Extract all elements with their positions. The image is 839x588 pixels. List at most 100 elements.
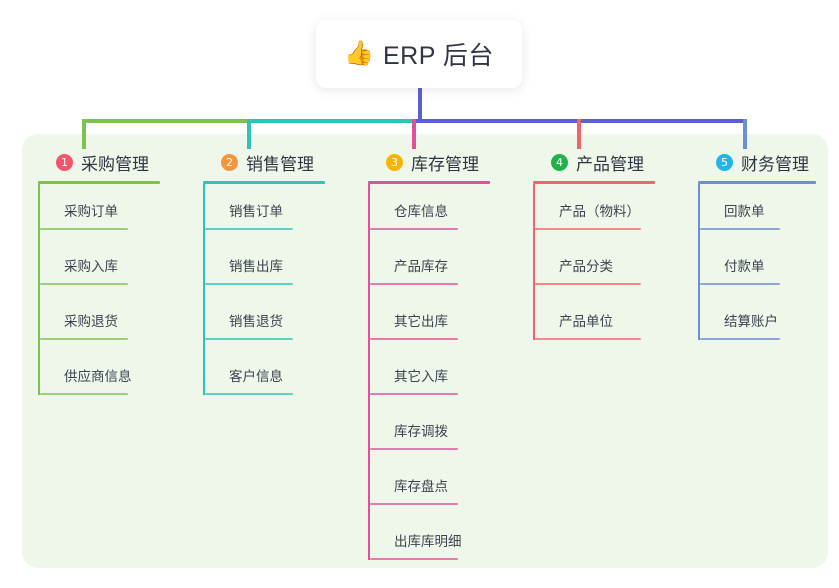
- branch-title: 库存管理: [411, 154, 479, 174]
- branch-header-1[interactable]: 1 采购管理: [38, 143, 160, 181]
- leaf-node[interactable]: 产品库存: [368, 239, 490, 294]
- leaf-node[interactable]: 库存盘点: [368, 459, 490, 514]
- branch-title: 产品管理: [576, 154, 644, 174]
- leaf-underline: [370, 448, 458, 450]
- branch-underline: [38, 181, 160, 184]
- leaf-underline: [40, 283, 128, 285]
- leaf-node[interactable]: 销售出库: [203, 239, 325, 294]
- leaf-node[interactable]: 其它入库: [368, 349, 490, 404]
- leaf-underline: [205, 393, 293, 395]
- leaf-underline: [370, 558, 458, 560]
- branch-number-badge: 2: [221, 153, 238, 171]
- branch-drop-connector-5: [743, 119, 747, 149]
- branch-header-4[interactable]: 4 产品管理: [533, 143, 655, 181]
- branch-number-badge: 4: [551, 153, 568, 171]
- branch-number-badge: 1: [56, 153, 73, 171]
- leaf-underline: [535, 338, 641, 340]
- leaf-label: 采购订单: [64, 204, 118, 219]
- content-panel: [22, 134, 828, 568]
- leaf-underline: [370, 393, 458, 395]
- branch-title: 财务管理: [741, 154, 809, 174]
- branch-column-4: 4 产品管理产品（物料） 产品分类产品单位: [533, 143, 655, 349]
- leaf-underline: [205, 338, 293, 340]
- leaf-label: 付款单: [724, 259, 765, 274]
- leaf-underline: [370, 283, 458, 285]
- leaf-node[interactable]: 采购退货: [38, 294, 160, 349]
- leaf-label: 回款单: [724, 204, 765, 219]
- leaf-underline: [700, 283, 780, 285]
- root-node[interactable]: 👍 ERP 后台: [316, 20, 522, 88]
- branch-drop-connector-4: [577, 119, 581, 149]
- leaf-label: 产品分类: [559, 259, 613, 274]
- leaf-node[interactable]: 产品分类: [533, 239, 655, 294]
- branch-column-3: 3 库存管理仓库信息产品库存其它出库其它入库库存调拨库存盘点出库库明细: [368, 143, 490, 569]
- leaf-node[interactable]: 回款单: [698, 184, 816, 239]
- branch-vertical-connector: [368, 184, 370, 560]
- leaf-label: 产品单位: [559, 314, 613, 329]
- leaf-label: 客户信息: [229, 369, 283, 384]
- leaf-node[interactable]: 产品（物料）: [533, 184, 655, 239]
- leaf-node[interactable]: 仓库信息: [368, 184, 490, 239]
- leaf-node[interactable]: 出库库明细: [368, 514, 490, 569]
- leaf-label: 仓库信息: [394, 204, 448, 219]
- root-stem-connector: [418, 88, 422, 122]
- branch-hbar-segment: [82, 119, 247, 123]
- leaf-underline: [40, 228, 128, 230]
- leaf-node[interactable]: 产品单位: [533, 294, 655, 349]
- leaf-node[interactable]: 采购入库: [38, 239, 160, 294]
- leaf-node[interactable]: 供应商信息: [38, 349, 160, 404]
- leaf-label: 产品库存: [394, 259, 448, 274]
- leaf-label: 库存调拨: [394, 424, 448, 439]
- leaf-label: 结算账户: [724, 314, 778, 329]
- leaf-label: 供应商信息: [64, 369, 132, 384]
- leaf-underline: [700, 338, 780, 340]
- leaf-underline: [40, 393, 128, 395]
- leaf-label: 销售退货: [229, 314, 283, 329]
- leaf-label: 产品（物料）: [559, 204, 640, 219]
- branch-number-badge: 3: [386, 153, 403, 171]
- branch-underline: [533, 181, 655, 184]
- leaf-node[interactable]: 销售订单: [203, 184, 325, 239]
- branch-vertical-connector: [38, 184, 40, 395]
- branch-header-3[interactable]: 3 库存管理: [368, 143, 490, 181]
- leaf-label: 其它出库: [394, 314, 448, 329]
- leaf-label: 采购入库: [64, 259, 118, 274]
- leaf-node[interactable]: 付款单: [698, 239, 816, 294]
- leaf-label: 库存盘点: [394, 479, 448, 494]
- branch-title: 采购管理: [81, 154, 149, 174]
- leaf-underline: [535, 283, 641, 285]
- leaf-node[interactable]: 结算账户: [698, 294, 816, 349]
- leaf-label: 其它入库: [394, 369, 448, 384]
- leaf-node[interactable]: 客户信息: [203, 349, 325, 404]
- leaf-node[interactable]: 库存调拨: [368, 404, 490, 459]
- branch-underline: [368, 181, 490, 184]
- branch-underline: [203, 181, 325, 184]
- leaf-underline: [40, 338, 128, 340]
- branch-leaf-list: 产品（物料） 产品分类产品单位: [533, 184, 655, 349]
- branch-leaf-list: 回款单付款单结算账户: [698, 184, 816, 349]
- branch-drop-connector-3: [412, 119, 416, 149]
- leaf-underline: [700, 228, 780, 230]
- branch-drop-connector-1: [82, 119, 86, 149]
- branch-drop-connector-2: [247, 119, 251, 149]
- leaf-label: 销售出库: [229, 259, 283, 274]
- leaf-underline: [370, 503, 458, 505]
- leaf-underline: [205, 283, 293, 285]
- branch-leaf-list: 采购订单采购入库采购退货供应商信息: [38, 184, 160, 404]
- leaf-label: 出库库明细: [394, 534, 462, 549]
- leaf-node[interactable]: 其它出库: [368, 294, 490, 349]
- leaf-underline: [205, 228, 293, 230]
- leaf-node[interactable]: 销售退货: [203, 294, 325, 349]
- branch-vertical-connector: [203, 184, 205, 395]
- leaf-node[interactable]: 采购订单: [38, 184, 160, 239]
- root-title: ERP 后台: [382, 42, 494, 70]
- leaf-label: 销售订单: [229, 204, 283, 219]
- branch-underline: [698, 181, 816, 184]
- branch-vertical-connector: [533, 184, 535, 340]
- leaf-underline: [370, 338, 458, 340]
